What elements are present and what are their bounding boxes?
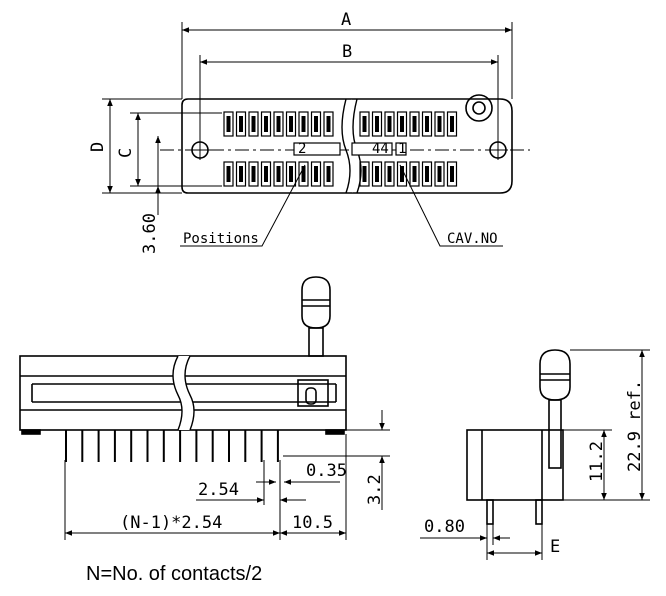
contact-slot xyxy=(450,166,454,182)
contact-slot xyxy=(314,166,318,182)
top-contact-rows xyxy=(223,111,458,187)
dim-D-label: D xyxy=(88,142,108,152)
contact-slot xyxy=(437,166,442,182)
marking-right: 1 xyxy=(398,141,406,157)
marking-box xyxy=(293,142,341,156)
dim-2-54-label: 2.54 xyxy=(198,480,239,500)
dim-0-80-label: 0.80 xyxy=(424,517,465,537)
contact-slot xyxy=(362,116,367,132)
contact-slot xyxy=(276,116,281,132)
dim-C-label: C xyxy=(116,148,136,158)
side-lever-handle xyxy=(539,349,571,401)
front-lever-handle xyxy=(301,276,331,329)
contact-slot xyxy=(412,116,417,132)
side-pin-right xyxy=(535,499,543,525)
side-body-outline xyxy=(466,429,564,501)
contact-slot xyxy=(239,166,243,182)
contact-slot xyxy=(437,116,442,132)
contact-slot xyxy=(289,116,293,132)
contact-slot xyxy=(400,166,404,182)
contact-slot xyxy=(289,166,293,182)
lever-circle xyxy=(465,94,493,122)
contact-slot xyxy=(239,116,243,132)
contact-slot xyxy=(251,166,256,182)
contact-slot xyxy=(375,116,379,132)
contact-slot xyxy=(425,166,429,182)
front-break-fill xyxy=(173,356,194,430)
contacts-note: N=No. of contacts/2 xyxy=(86,563,262,585)
contact-slot xyxy=(362,166,367,182)
side-pin-left xyxy=(486,499,494,525)
dim-B-label: B xyxy=(342,42,352,62)
cav-no-callout: CAV.NO xyxy=(447,231,498,247)
top-view xyxy=(160,94,530,194)
marking-middle: 44 xyxy=(372,141,389,157)
contact-slot xyxy=(276,166,281,182)
front-pin-row xyxy=(65,430,279,462)
contact-slot xyxy=(326,166,331,182)
contact-slot xyxy=(301,166,306,182)
contact-slot xyxy=(387,166,392,182)
dim-11-2-label: 11.2 xyxy=(587,441,607,482)
contact-slot xyxy=(264,116,268,132)
contact-slot xyxy=(450,116,454,132)
marking-left: 2 xyxy=(298,141,306,157)
top-body-outline xyxy=(181,98,513,194)
dim-A-label: A xyxy=(341,10,351,30)
dim-pitch-label: (N-1)*2.54 xyxy=(120,513,222,533)
contact-slot xyxy=(400,116,404,132)
dim-10-5-label: 10.5 xyxy=(292,513,333,533)
dim-0-35-label: 0.35 xyxy=(306,461,347,481)
contact-slot xyxy=(301,116,306,132)
positions-leader xyxy=(180,164,306,247)
contact-slot xyxy=(326,116,331,132)
contact-slot xyxy=(425,116,429,132)
contact-slot xyxy=(412,166,417,182)
side-lever-shaft xyxy=(548,399,562,469)
positions-callout: Positions xyxy=(183,231,259,247)
contact-slot xyxy=(314,116,318,132)
contact-slot xyxy=(226,166,231,182)
front-view xyxy=(19,276,347,462)
cav-no-leader xyxy=(399,164,503,247)
dim-E-label: E xyxy=(550,537,560,557)
contact-slot xyxy=(226,116,231,132)
contact-slot xyxy=(375,166,379,182)
contact-slot xyxy=(251,116,256,132)
front-lever-shaft xyxy=(308,327,324,357)
dim-3-2-label: 3.2 xyxy=(365,474,385,505)
contact-slot xyxy=(264,166,268,182)
dim-22-9-label: 22.9 ref. xyxy=(625,380,645,472)
dim-3-60-label: 3.60 xyxy=(140,213,160,254)
contact-slot xyxy=(387,116,392,132)
side-view xyxy=(466,349,571,525)
